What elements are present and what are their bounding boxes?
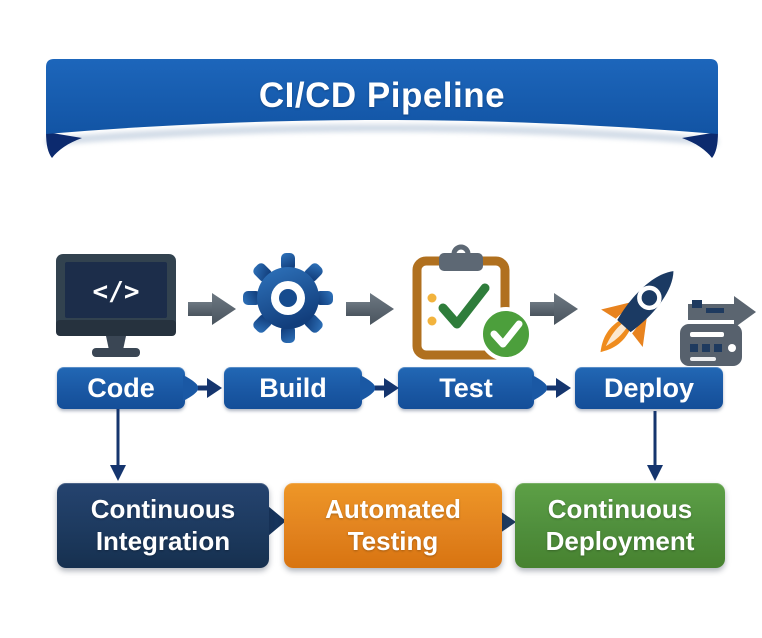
arrow-testing-deployment <box>500 511 516 533</box>
ribbon-fold-left <box>46 132 82 158</box>
ribbon-fold-right <box>682 132 718 158</box>
flow-arrow-icon <box>188 293 236 325</box>
code-glyph: </> <box>93 277 140 307</box>
practice-label-line: Deployment <box>545 525 695 556</box>
practice-box-continuous-deployment: Continuous Deployment <box>515 483 725 568</box>
stage-box-code: Code <box>57 367 185 409</box>
practice-box-continuous-integration: Continuous Integration <box>57 483 269 568</box>
stage-label: Build <box>259 372 327 403</box>
arrow-code-to-integration <box>110 465 126 481</box>
arrow-deploy-to-deployment <box>647 465 663 481</box>
stage-box-test: Test <box>398 367 534 409</box>
flow-arrow-icon <box>530 293 578 325</box>
arrow-code-build <box>207 378 222 398</box>
stage-label: Test <box>439 372 493 403</box>
stage-label: Deploy <box>603 372 695 403</box>
clipboard-check-icon <box>412 244 533 361</box>
code-monitor-icon: </> <box>56 254 176 357</box>
deploy-server-icon <box>680 296 756 366</box>
gear-icon <box>243 253 333 343</box>
title-ribbon <box>46 59 718 158</box>
arrow-test-deploy <box>556 378 571 398</box>
ribbon-body <box>46 59 718 134</box>
stage-tab <box>183 375 199 401</box>
stage-label: Code <box>87 372 155 403</box>
stage-box-deploy: Deploy <box>575 367 723 409</box>
stage-tab <box>532 375 548 401</box>
page-title: CI/CD Pipeline <box>258 76 506 115</box>
practice-label-line: Testing <box>347 525 439 556</box>
stage-tab <box>360 375 376 401</box>
flow-arrow-icon <box>346 293 394 325</box>
practice-label-line: Integration <box>95 525 231 556</box>
stage-box-build: Build <box>224 367 362 409</box>
rocket-icon <box>600 271 674 353</box>
arrow-build-test <box>384 378 399 398</box>
practice-label-line: Automated <box>325 493 461 524</box>
practice-label-line: Continuous <box>547 493 693 524</box>
practice-label-line: Continuous <box>90 493 236 524</box>
ribbon-shadow <box>46 124 718 146</box>
practice-box-automated-testing: Automated Testing <box>284 483 502 568</box>
